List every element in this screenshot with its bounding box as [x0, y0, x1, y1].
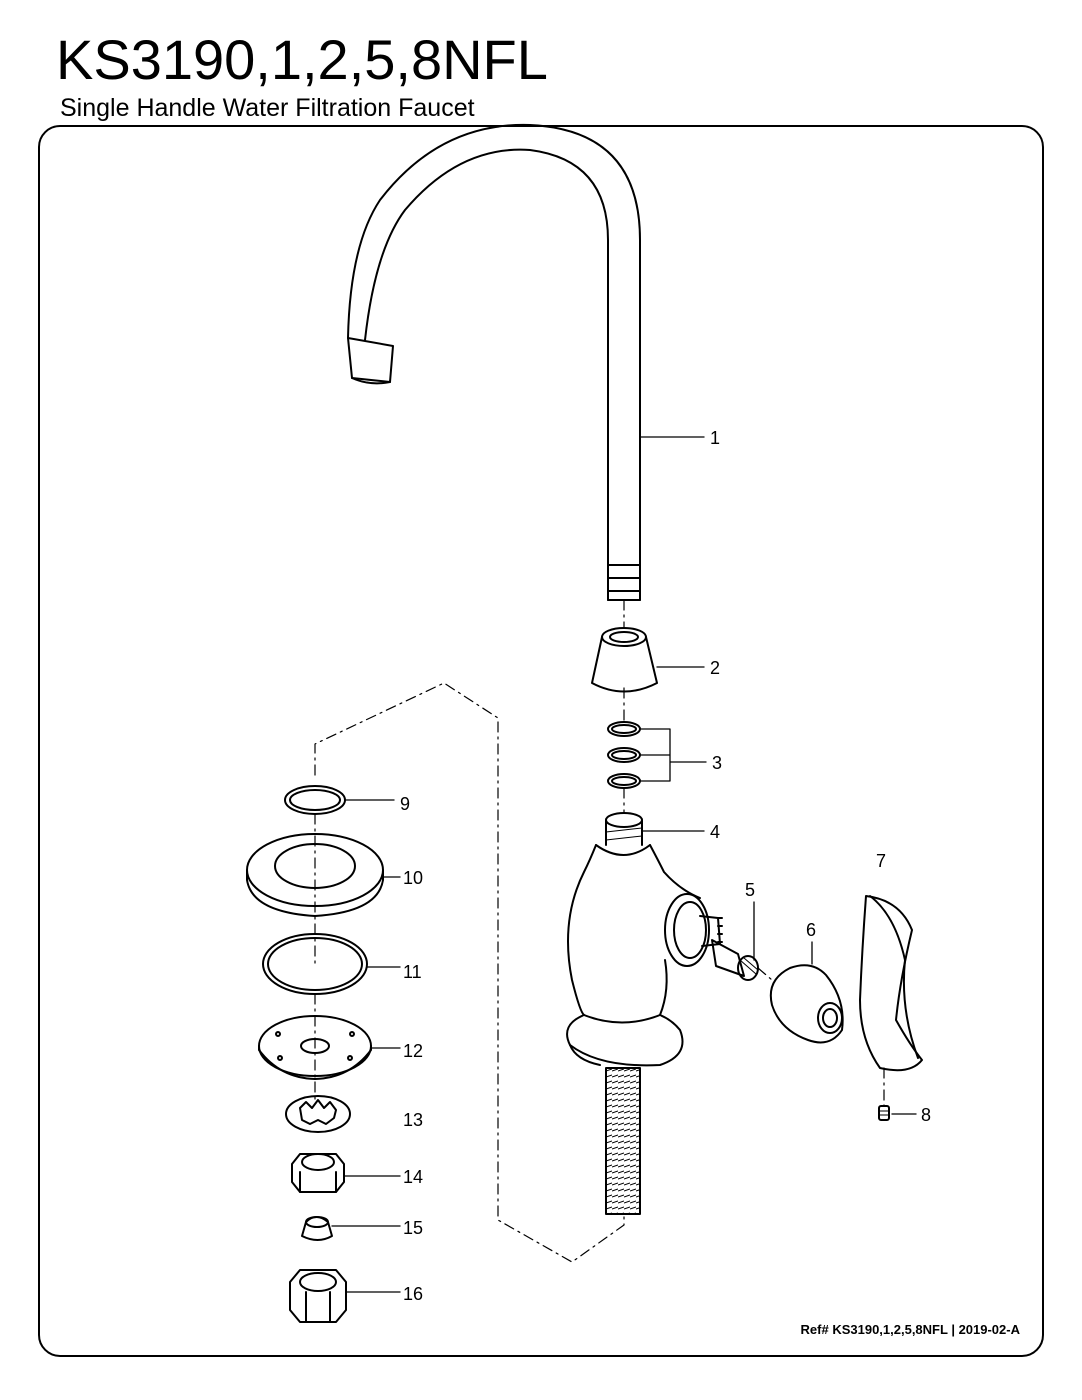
lock-washer-part-13: [285, 1095, 351, 1133]
handle-base-part-6: [769, 964, 844, 1044]
part-label-2: 2: [710, 658, 720, 678]
part-label-11: 11: [403, 962, 422, 982]
o-ring-part-9: [284, 785, 346, 815]
gasket-ring-part-11: [262, 933, 368, 995]
assembly-guide-lines: [314, 599, 885, 1263]
part-label-6: 6: [806, 920, 816, 940]
lever-handle-part-7: [859, 895, 923, 1072]
hex-nut-part-14: [291, 1153, 345, 1193]
faucet-body-part-4: [566, 812, 723, 1215]
ferrule-part-15: [301, 1216, 333, 1241]
part-label-10: 10: [403, 868, 423, 888]
part-label-14: 14: [403, 1167, 423, 1187]
part-label-1: 1: [710, 428, 720, 448]
set-screw-part-8: [878, 1105, 890, 1121]
o-rings-part-3: [607, 721, 641, 789]
diagram-title: KS3190,1,2,5,8NFL: [56, 28, 548, 91]
cone-nut-part-2: [591, 627, 658, 693]
diagram-subtitle: Single Handle Water Filtration Faucet: [60, 94, 475, 122]
spout-part-1: [347, 123, 641, 601]
part-label-4: 4: [710, 822, 720, 842]
part-label-9: 9: [400, 794, 410, 814]
part-number-labels: 1 2 3 4 5 6 7 8 9 10 11 12 13 14 15 16: [400, 428, 931, 1304]
part-label-8: 8: [921, 1105, 931, 1125]
part-label-13: 13: [403, 1110, 423, 1130]
part-label-3: 3: [712, 753, 722, 773]
part-label-16: 16: [403, 1284, 423, 1304]
part-label-7: 7: [876, 851, 886, 871]
leader-lines: [331, 436, 917, 1293]
part-label-15: 15: [403, 1218, 423, 1238]
reference-number: Ref# KS3190,1,2,5,8NFL | 2019-02-A: [801, 1322, 1021, 1337]
compression-nut-part-16: [289, 1269, 347, 1323]
cartridge-stem-part-5: [711, 939, 759, 981]
part-label-12: 12: [403, 1041, 423, 1061]
part-label-5: 5: [745, 880, 755, 900]
